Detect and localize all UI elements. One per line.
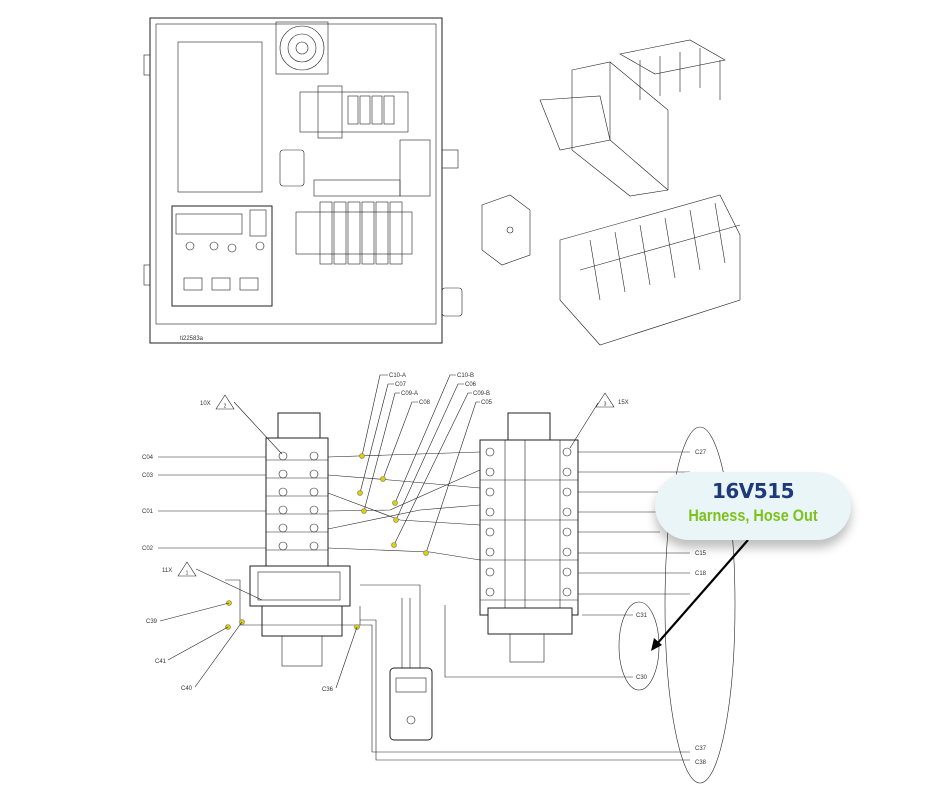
wire-label-c01: C01 bbox=[142, 509, 154, 515]
wire-label-c31: C31 bbox=[636, 613, 648, 619]
qty-label-15x: 15X bbox=[618, 400, 629, 406]
control-panel-drawing: ti22583a bbox=[143, 17, 463, 344]
fan-icon bbox=[275, 21, 329, 75]
wire-label-c38: C38 bbox=[695, 760, 707, 766]
wire-label-c08: C08 bbox=[419, 400, 431, 406]
wire-label-c04: C04 bbox=[142, 455, 154, 461]
wire-label-c41: C41 bbox=[155, 659, 167, 665]
wire-label-c40: C40 bbox=[181, 686, 193, 692]
terminal-block-3d-view bbox=[559, 194, 741, 346]
right-terminal-block: 3 15X bbox=[360, 392, 690, 761]
part-number: 16V515 bbox=[711, 479, 795, 503]
wire-label-c09-a: C09-A bbox=[401, 391, 418, 397]
relay bbox=[360, 584, 433, 741]
wire-label-c06: C06 bbox=[465, 382, 477, 388]
wire-label-c36: C36 bbox=[322, 687, 334, 693]
wire-label-c15: C15 bbox=[695, 551, 707, 557]
part-callout: 16V515 Harness, Hose Out bbox=[655, 472, 851, 540]
warning-number: 3 bbox=[604, 402, 607, 408]
relay-3d-view bbox=[481, 194, 531, 266]
wire-label-c37: C37 bbox=[695, 746, 707, 752]
panel-ref-label: ti22583a bbox=[180, 336, 204, 342]
warning-triangle-icon bbox=[595, 392, 615, 408]
crossing-wires: C10-A C07 C09-A C08 C10-B C06 C09-B C05 bbox=[327, 373, 493, 561]
warning-number: 1 bbox=[186, 571, 189, 577]
wire-label-c10-a: C10-A bbox=[389, 373, 406, 379]
wire-label-c10-b: C10-B bbox=[457, 373, 474, 379]
left-terminal-block: C04 C03 C01 C02 10X 2 bbox=[142, 394, 329, 569]
wire-label-c09-b: C09-B bbox=[473, 391, 490, 397]
wire-label-c05: C05 bbox=[481, 400, 493, 406]
warning-triangle-icon bbox=[215, 394, 235, 410]
wire-label-c39: C39 bbox=[146, 619, 158, 625]
wire-label-c07: C07 bbox=[395, 382, 407, 388]
warning-triangle-icon bbox=[177, 561, 197, 577]
wire-label-c02: C02 bbox=[142, 546, 154, 552]
wire-label-c27: C27 bbox=[695, 450, 707, 456]
qty-label-11x: 11X bbox=[162, 568, 172, 574]
warning-number: 2 bbox=[224, 404, 227, 410]
power-supply: 11X 1 C39 C41 C40 C36 bbox=[146, 561, 361, 693]
qty-label-10x: 10X bbox=[200, 401, 211, 407]
wire-label-c03: C03 bbox=[142, 473, 154, 479]
callout-arrow bbox=[651, 539, 749, 651]
wire-label-c30: C30 bbox=[636, 675, 648, 681]
wire-label-c18: C18 bbox=[695, 571, 707, 577]
part-description: Harness, Hose Out bbox=[688, 506, 818, 525]
power-supply-3d-view bbox=[539, 39, 726, 197]
